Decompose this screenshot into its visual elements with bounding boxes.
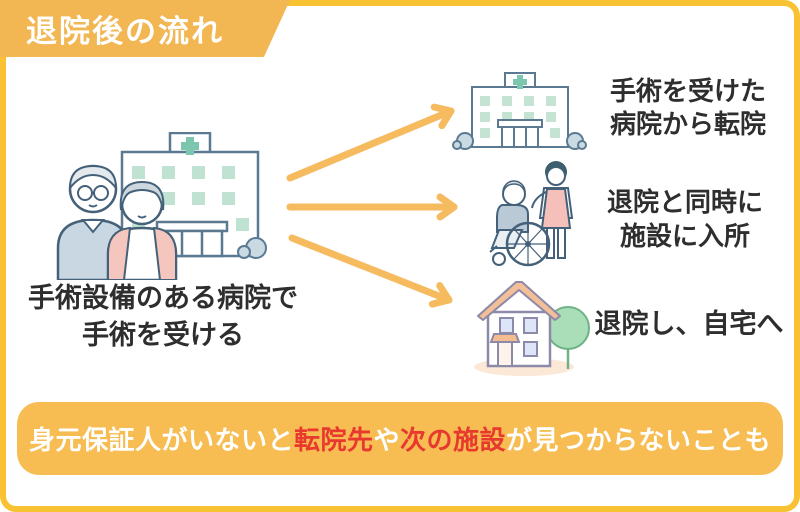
option3-line1: 退院し、自宅へ — [594, 309, 784, 340]
option2-line1: 退院と同時に — [606, 188, 763, 218]
house-icon — [474, 281, 590, 376]
banner-segment-highlight: 転院先 — [293, 426, 374, 456]
left-caption: 手術設備のある病院で 手術を受ける — [10, 280, 316, 354]
banner-segment-highlight: 次の施設 — [400, 426, 507, 456]
arrow-to-home — [288, 234, 453, 308]
banner-segment: 身元保証人がいないと — [28, 426, 294, 456]
option2-line2: 施設に入所 — [619, 222, 750, 252]
title-badge: 退院後の流れ — [0, 0, 290, 57]
option1-line1: 手術を受けた — [609, 77, 766, 107]
banner-segment: が見つからないことも — [506, 426, 772, 456]
option-transfer-hospital: 手術を受けた 病院から転院 — [588, 76, 788, 142]
medical-cross-icon — [181, 137, 199, 155]
flow-arrows — [286, 103, 458, 308]
medical-cross-icon — [513, 75, 527, 89]
left-caption-line1: 手術設備のある病院で — [28, 283, 298, 314]
option-return-home: 退院し、自宅へ — [583, 308, 795, 341]
page-title: 退院後の流れ — [26, 14, 224, 50]
banner-segment: や — [373, 426, 400, 456]
elderly-couple-hospital-illustration — [56, 132, 267, 280]
option-enter-facility: 退院と同時に 施設に入所 — [585, 186, 785, 254]
alert-banner: 身元保証人がいないと転院先や次の施設が見つからないことも — [17, 402, 783, 475]
hospital-icon — [452, 72, 587, 150]
alert-banner-text: 身元保証人がいないと転院先や次の施設が見つからないことも — [29, 420, 771, 457]
option1-line2: 病院から転院 — [609, 110, 766, 140]
left-caption-line2: 手術を受ける — [82, 320, 244, 351]
wheelchair-caregiver-icon — [489, 161, 574, 267]
arrow-to-transfer-hospital — [286, 103, 455, 182]
